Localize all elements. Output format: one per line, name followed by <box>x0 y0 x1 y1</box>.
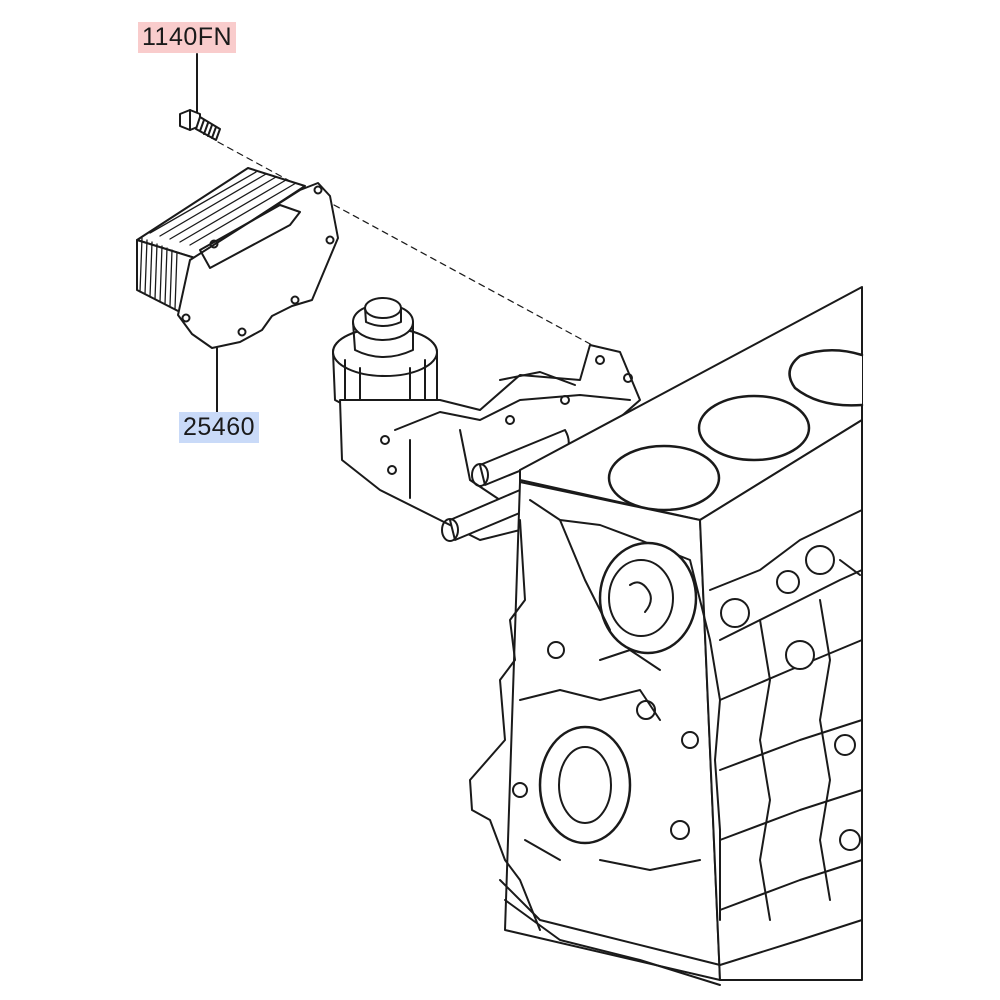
engine-block <box>469 286 864 986</box>
oil-cooler-part[interactable] <box>136 167 339 349</box>
alignment-dashed-line <box>217 141 593 346</box>
bolt-part[interactable] <box>179 109 221 141</box>
oil-filter-housing <box>332 297 641 542</box>
part-number-label-oil-cooler[interactable]: 25460 <box>179 412 260 443</box>
part-number-label-bolt[interactable]: 1140FN <box>138 22 237 53</box>
